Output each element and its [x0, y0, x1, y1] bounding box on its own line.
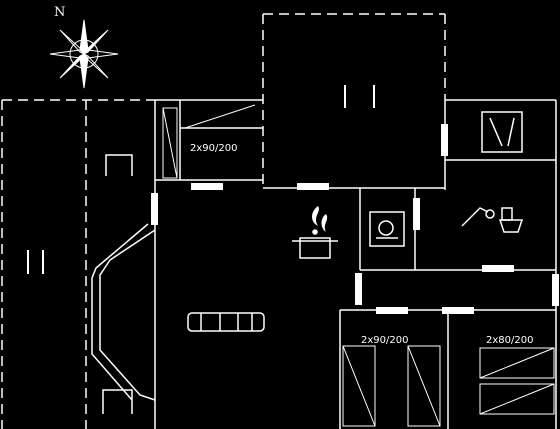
beds-bottom-right [479, 347, 555, 415]
beds-bottom-left [342, 345, 441, 427]
bedroom-bottom-left-bed-label: 2x90/200 [361, 335, 408, 346]
terrace-furniture [102, 154, 133, 414]
washing-machine-icon [481, 111, 523, 153]
dishwasher-icon [369, 211, 405, 247]
compass-rose-icon [49, 19, 119, 89]
compass-north-label: N [54, 5, 65, 20]
toilet-icon [498, 207, 524, 233]
bedroom-bottom-right-bed-label: 2x80/200 [486, 335, 533, 346]
sofa-icon [187, 312, 265, 332]
shower-icon [461, 207, 495, 227]
bedroom-top-bed-label: 2x90/200 [190, 143, 237, 154]
bed-top [162, 104, 256, 179]
ramp [91, 223, 156, 401]
window-marks [27, 85, 375, 274]
cooking-pot-icon [292, 229, 338, 259]
fire-icon [312, 206, 328, 232]
walls [1, 13, 557, 429]
door-openings [151, 124, 559, 314]
